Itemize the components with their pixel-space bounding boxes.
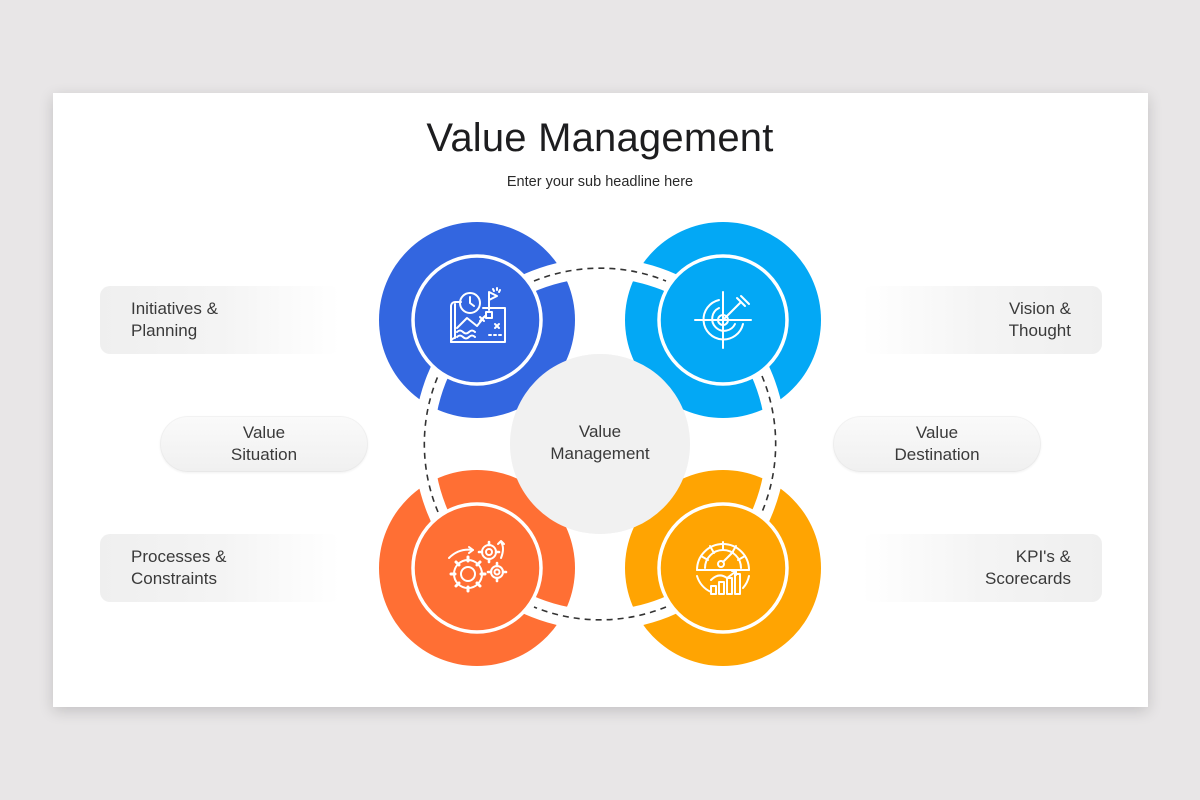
center-label: Value Management (510, 421, 690, 465)
dashed-ring (423, 267, 777, 621)
segment-inner-processes (411, 502, 543, 634)
gears-icon (448, 540, 508, 593)
label-line: Constraints (131, 569, 217, 588)
center-label-line2: Management (550, 444, 650, 463)
center-label-line1: Value (578, 422, 622, 441)
page-title: Value Management (426, 116, 774, 160)
segment-inner-kpis (657, 502, 789, 634)
label-line: Processes & (131, 547, 227, 566)
pill-line: Situation (230, 445, 298, 464)
label-line: Scorecards (985, 569, 1071, 588)
pill-line: Destination (894, 445, 980, 464)
target-arrow-icon (694, 291, 752, 349)
label-vision-thought: Vision & Thought (862, 286, 1102, 354)
label-line: Planning (131, 321, 198, 340)
label-line: Vision & (1008, 299, 1071, 318)
pill-line: Value (915, 423, 959, 442)
pill-line: Value (242, 423, 286, 442)
label-initiatives-planning: Initiatives & Planning (100, 286, 340, 354)
label-line: Thought (1008, 321, 1071, 340)
segment-inner-initiatives (411, 254, 543, 386)
pill-value-situation: Value Situation (160, 416, 368, 472)
planning-map-icon (450, 287, 506, 343)
label-line: Initiatives & (131, 299, 218, 318)
pill-value-destination: Value Destination (833, 416, 1041, 472)
speedometer-chart-icon (696, 541, 750, 595)
label-line: KPI's & (1015, 547, 1071, 566)
page-subtitle: Enter your sub headline here (506, 174, 694, 190)
label-processes-constraints: Processes & Constraints (100, 534, 340, 602)
label-kpis-scorecards: KPI's & Scorecards (862, 534, 1102, 602)
